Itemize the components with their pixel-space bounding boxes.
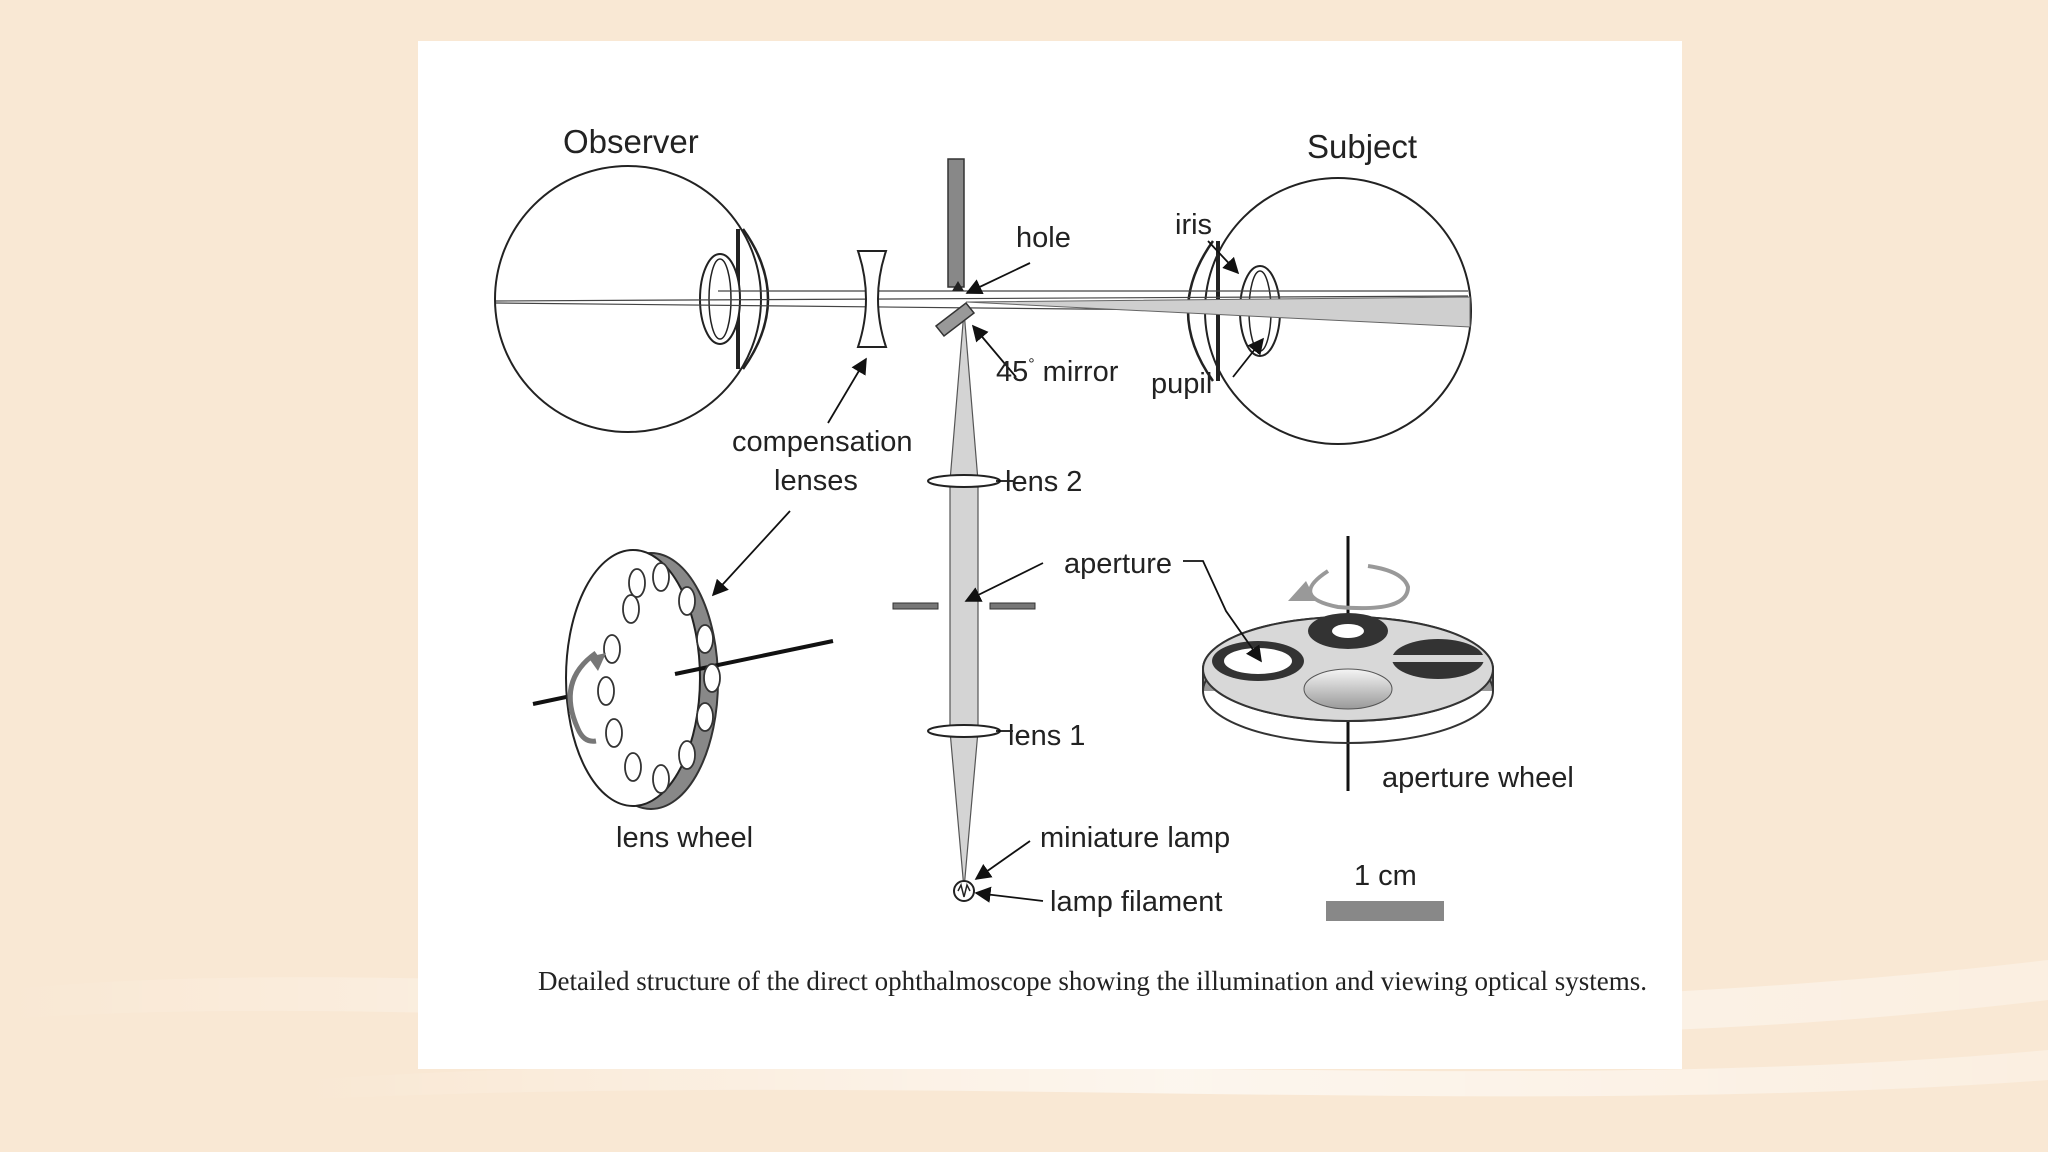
lens-wheel — [532, 549, 834, 810]
label-lamp-filament: lamp filament — [1050, 886, 1222, 918]
label-miniature-lamp: miniature lamp — [1040, 822, 1230, 854]
figure-card: Observer Subject hole iris 45°mirror pup… — [418, 41, 1682, 1069]
label-lenses: lenses — [774, 465, 858, 497]
miniature-lamp — [953, 880, 975, 902]
observer-eye — [494, 165, 770, 433]
label-subject: Subject — [1307, 128, 1417, 165]
leader-lines — [711, 240, 1265, 903]
sight-plate — [947, 158, 965, 288]
label-aperture-wheel: aperture wheel — [1382, 762, 1574, 794]
label-pupil: pupil — [1151, 368, 1212, 400]
illumination-beam-horizontental — [965, 296, 1471, 328]
label-compensation: compensation — [732, 426, 913, 458]
mirror-45 — [934, 301, 976, 338]
label-aperture: aperture — [1064, 548, 1172, 580]
lens-1 — [927, 724, 1001, 738]
scale-bar — [1326, 901, 1444, 921]
label-scale: 1 cm — [1354, 860, 1417, 892]
caption-text: Detailed structure of the direct ophthal… — [538, 966, 1648, 996]
lens-2 — [927, 474, 1001, 488]
compensation-lens — [856, 250, 888, 348]
aperture-wheel — [1202, 536, 1494, 791]
label-observer: Observer — [563, 123, 699, 160]
label-lens-1: lens 1 — [1008, 720, 1085, 752]
label-mirror: 45°mirror — [996, 356, 1119, 388]
hole-marker — [952, 281, 964, 291]
figure-caption: Detailed structure of the direct ophthal… — [448, 963, 1648, 999]
illumination-beam-vertical — [949, 310, 979, 890]
ophthalmoscope-diagram: Observer Subject hole iris 45°mirror pup… — [494, 123, 1574, 921]
label-lens-wheel: lens wheel — [616, 822, 753, 854]
label-hole: hole — [1016, 222, 1071, 254]
label-lens-2: lens 2 — [1005, 466, 1082, 498]
aperture-left-plate — [892, 602, 939, 610]
background-wave-2 — [300, 1050, 2048, 1100]
label-iris: iris — [1175, 209, 1212, 241]
aperture-right-plate — [989, 602, 1036, 610]
